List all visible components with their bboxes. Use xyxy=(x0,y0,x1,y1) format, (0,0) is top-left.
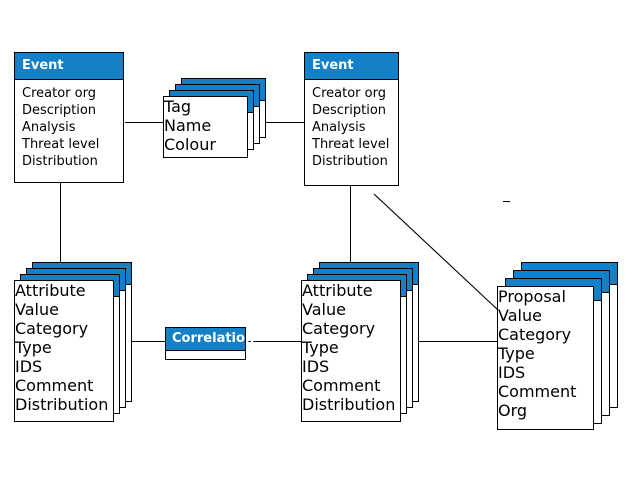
attribute-row: Name xyxy=(164,116,212,135)
entity-proposal-attributes: Value Category Type IDS Comment Org xyxy=(498,306,593,420)
connector-attribute-middle-to-proposal xyxy=(412,341,498,342)
connector-event-right-to-attribute-middle xyxy=(350,186,351,280)
attribute-row: Distribution xyxy=(312,154,388,169)
entity-correlation-title: Correlation xyxy=(166,328,254,351)
entity-tag-stack[interactable]: Tag Name Colour xyxy=(163,78,268,160)
attribute-row: Creator org xyxy=(22,86,96,101)
attribute-row: Value xyxy=(15,300,59,319)
connector-attribute-left-to-correlation xyxy=(125,341,165,342)
entity-correlation-attributes xyxy=(166,351,245,363)
attribute-row: Analysis xyxy=(312,120,366,135)
attribute-row: Distribution xyxy=(22,154,98,169)
attribute-row: Description xyxy=(312,103,387,118)
entity-attribute-middle-stack[interactable]: Attribute Value Category Type IDS Commen… xyxy=(301,262,426,422)
entity-attribute-left-attributes: Value Category Type IDS Comment Distribu… xyxy=(15,300,113,414)
attribute-row: Type xyxy=(302,338,339,357)
entity-proposal[interactable]: Proposal Value Category Type IDS Comment… xyxy=(497,286,594,430)
entity-tag-attributes: Name Colour xyxy=(164,116,247,154)
entity-event-left-title: Event xyxy=(15,53,123,80)
connector-tag-to-event-right xyxy=(263,122,305,123)
attribute-row: Type xyxy=(15,338,52,357)
attribute-row: Distribution xyxy=(302,395,396,414)
attribute-row: Description xyxy=(22,103,97,118)
attribute-row: Type xyxy=(498,344,535,363)
entity-attribute-left-title: Attribute xyxy=(15,281,86,300)
attribute-row: Comment xyxy=(302,376,381,395)
attribute-row: Distribution xyxy=(15,395,109,414)
entity-event-left[interactable]: Event Creator org Description Analysis T… xyxy=(14,52,124,183)
attribute-row: IDS xyxy=(302,357,330,376)
attribute-row: Org xyxy=(498,401,528,420)
entity-tag-title: Tag xyxy=(164,97,192,116)
attribute-row: Category xyxy=(498,325,572,344)
attribute-row: Analysis xyxy=(22,120,76,135)
entity-proposal-stack[interactable]: Proposal Value Category Type IDS Comment… xyxy=(497,262,627,430)
attribute-row: Threat level xyxy=(22,137,100,152)
attribute-row: Category xyxy=(15,319,89,338)
connector-event-left-to-attribute-left xyxy=(60,183,61,279)
attribute-row: Threat level xyxy=(312,137,390,152)
entity-tag[interactable]: Tag Name Colour xyxy=(163,96,248,158)
attribute-row: Value xyxy=(498,306,542,325)
entity-event-right-title: Event xyxy=(305,53,398,80)
attribute-row: Comment xyxy=(15,376,94,395)
entity-correlation[interactable]: Correlation xyxy=(165,327,254,363)
stray-dash-mark xyxy=(503,201,510,202)
entity-attribute-middle[interactable]: Attribute Value Category Type IDS Commen… xyxy=(301,280,401,422)
entity-event-left-attributes: Creator org Description Analysis Threat … xyxy=(15,80,123,176)
connector-correlation-to-attribute-middle xyxy=(246,341,303,342)
entity-attribute-left[interactable]: Attribute Value Category Type IDS Commen… xyxy=(14,280,114,422)
entity-attribute-middle-title: Attribute xyxy=(302,281,373,300)
entity-event-right[interactable]: Event Creator org Description Analysis T… xyxy=(304,52,399,186)
attribute-row: Category xyxy=(302,319,376,338)
attribute-row: IDS xyxy=(15,357,43,376)
attribute-row: Comment xyxy=(498,382,577,401)
attribute-row: Value xyxy=(302,300,346,319)
entity-attribute-left-stack[interactable]: Attribute Value Category Type IDS Commen… xyxy=(14,262,139,422)
attribute-row: IDS xyxy=(498,363,526,382)
entity-attribute-middle-attributes: Value Category Type IDS Comment Distribu… xyxy=(302,300,400,414)
attribute-row: Creator org xyxy=(312,86,386,101)
entity-proposal-title: Proposal xyxy=(498,287,566,306)
entity-event-right-attributes: Creator org Description Analysis Threat … xyxy=(305,80,398,176)
attribute-row: Colour xyxy=(164,135,216,154)
connector-event-left-to-tag xyxy=(125,122,165,123)
